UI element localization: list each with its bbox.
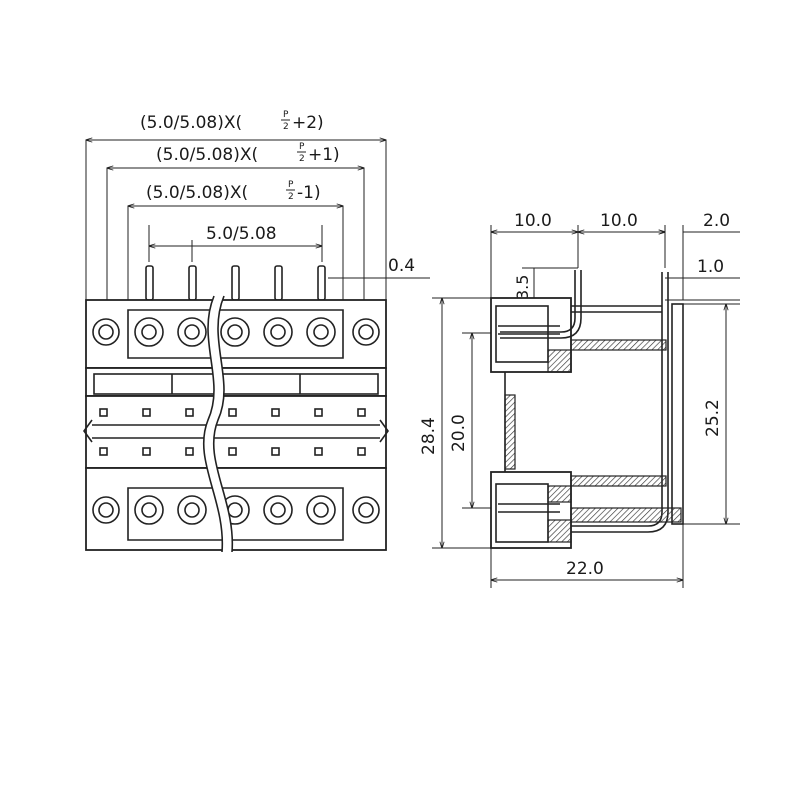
dim-pitch: 5.0/5.08 (149, 224, 322, 262)
dim-pin-offset: 1.0 (665, 257, 740, 301)
upper-screw-row (134, 317, 336, 347)
side-view: 10.0 10.0 2.0 1.0 3.5 28.4 20.0 (419, 211, 740, 588)
middle-section (83, 367, 389, 469)
dim-pin-width: 0.4 (328, 256, 430, 279)
dim-pin-width-label: 0.4 (388, 256, 415, 276)
dim-mid-width: (5.0/5.08)X( P 2 +1) (107, 142, 364, 300)
dim-overall-frac-den: 2 (283, 122, 289, 132)
dim-right-height: 25.2 (683, 304, 740, 524)
pin-holes-row-2 (99, 447, 366, 456)
dim-top-right-label: 2.0 (703, 211, 730, 231)
dim-overall-width: (5.0/5.08)X( P 2 +2) (86, 110, 386, 300)
dim-mid-frac-num: P (299, 142, 305, 152)
dim-inner-label: (5.0/5.08)X( (146, 183, 248, 203)
dim-top-row: 10.0 10.0 2.0 (491, 211, 740, 300)
dim-top-mid-label: 10.0 (600, 211, 638, 231)
dim-mid-frac-den: 2 (299, 154, 305, 164)
dim-overall-height-label: 28.4 (419, 417, 439, 455)
pin-holes-row-1 (99, 408, 366, 417)
dim-right-height-label: 25.2 (703, 399, 723, 437)
dim-overall-depth: 22.0 (491, 524, 683, 588)
lower-screw-row (134, 495, 336, 525)
dim-inner-tail: -1) (297, 183, 321, 203)
dim-top-left-label: 10.0 (514, 211, 552, 231)
upper-header (85, 299, 387, 369)
top-pins (145, 265, 326, 301)
dim-overall-label: (5.0/5.08)X( (140, 113, 242, 133)
dim-pitch-label: 5.0/5.08 (206, 224, 277, 244)
dim-pin-height-label: 3.5 (513, 275, 532, 300)
dim-inner-width: (5.0/5.08)X( P 2 -1) (128, 180, 343, 300)
break-line (203, 295, 234, 553)
dim-pin-height: 3.5 (513, 267, 578, 300)
side-body (490, 270, 684, 549)
dim-inner-frac-num: P (288, 180, 294, 190)
dim-inner-frac-den: 2 (288, 192, 294, 202)
front-view: (5.0/5.08)X( P 2 +2) (5.0/5.08)X( P 2 +1… (83, 110, 430, 553)
dim-overall-frac-num: P (283, 110, 289, 120)
dim-overall-depth-label: 22.0 (566, 559, 604, 579)
dim-overall-height: 28.4 (419, 298, 500, 548)
lower-header (85, 467, 387, 551)
dim-inner-height: 20.0 (449, 333, 496, 508)
dim-inner-height-label: 20.0 (449, 414, 469, 452)
dim-overall-tail: +2) (292, 113, 324, 133)
dim-mid-tail: +1) (308, 145, 340, 165)
dim-pin-offset-label: 1.0 (697, 257, 724, 277)
dim-mid-label: (5.0/5.08)X( (156, 145, 258, 165)
